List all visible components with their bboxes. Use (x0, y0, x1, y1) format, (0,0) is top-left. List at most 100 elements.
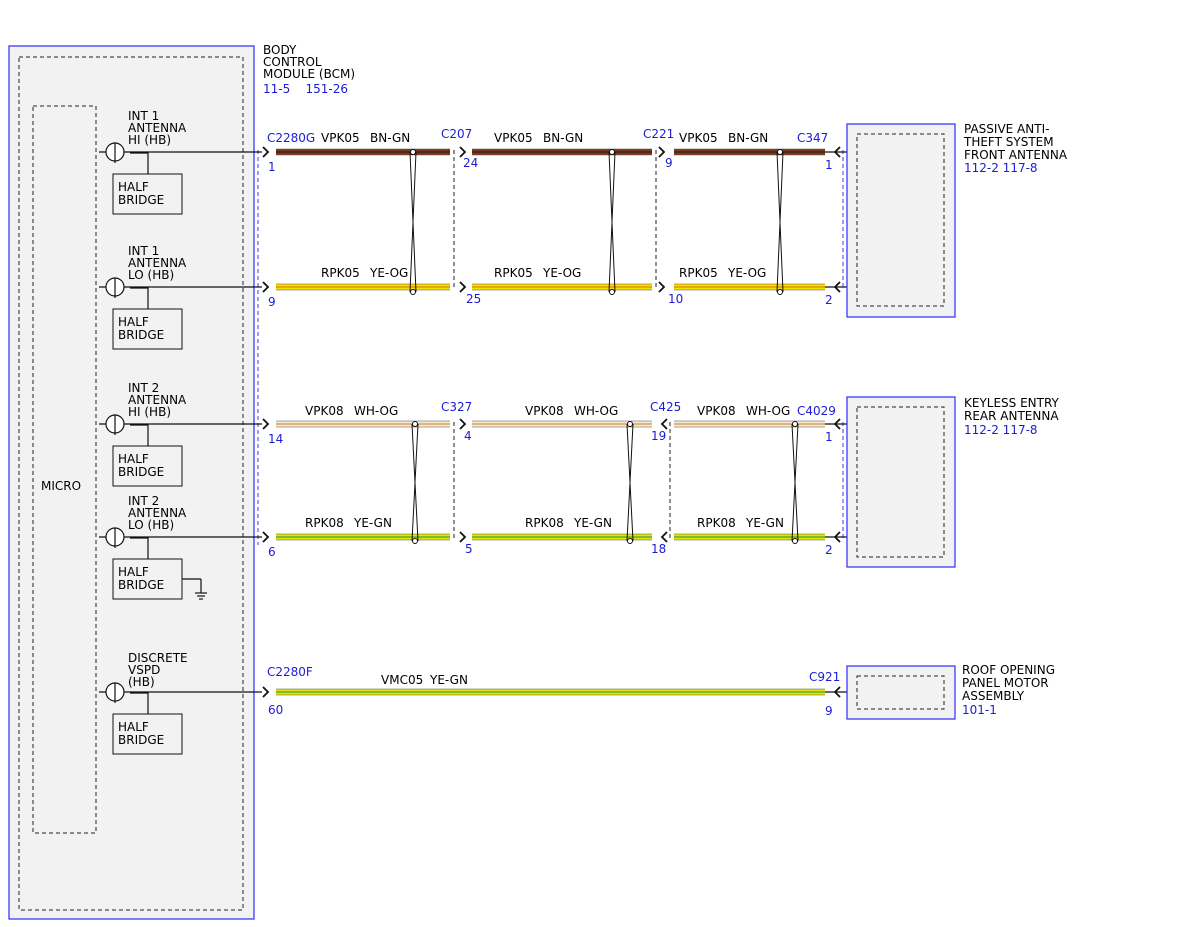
wire-r3-seg2 (472, 420, 652, 428)
wire-r2-seg2 (472, 283, 652, 291)
wire-label-r1-s1: VPK05 (321, 131, 360, 145)
wire-stripe (674, 286, 825, 288)
wire-r1-seg3 (674, 148, 825, 156)
wire-label-r4-s3: RPK08 (697, 516, 736, 530)
wire-stripe (472, 151, 652, 153)
component-pats-antenna: PASSIVE ANTI- THEFT SYSTEM FRONT ANTENNA… (846, 122, 1068, 318)
twist-bottom-node (777, 289, 783, 295)
half-bridge-label-line2: BRIDGE (118, 465, 164, 479)
twist-bottom-node (627, 538, 633, 544)
pin-r3-c425: 19 (651, 429, 666, 443)
wire-label-r2-s3: RPK05 (679, 266, 718, 280)
half-bridge-box (112, 308, 183, 350)
connector-labels: C2280G C207 C221 C347 C327 C425 C4029 C2… (267, 127, 840, 684)
twist-bottom-node (412, 538, 418, 544)
arrow-c327-row4 (459, 531, 467, 543)
arrow-bcm-row1 (262, 146, 270, 158)
twist-lines (409, 151, 417, 293)
half-bridge-label-line2: BRIDGE (118, 328, 164, 342)
twist-top-node (792, 421, 798, 427)
twist-top-node (777, 149, 783, 155)
micro-label: MICRO (41, 479, 81, 493)
pin-r3-bcm: 14 (268, 432, 283, 446)
circuit-label-3-line1: INT 2 (128, 381, 159, 395)
twist-bottom-node (792, 538, 798, 544)
circuit-label-4-line3: LO (HB) (128, 518, 174, 532)
pin-r3-c327: 4 (464, 429, 472, 443)
bcm-name-line1: BODY (263, 43, 297, 57)
pin-r2-c207: 25 (466, 292, 481, 306)
pin-r1-c347: 1 (825, 158, 833, 172)
twist-r3-s2 (626, 421, 634, 544)
wire-label-r2-s1: RPK05 (321, 266, 360, 280)
wire-r4-seg1 (276, 533, 450, 541)
half-bridge-box (112, 558, 183, 600)
half-bridge-box (112, 713, 183, 755)
wire-color-r5-s1: YE-GN (429, 673, 468, 687)
pats-line1: PASSIVE ANTI- (964, 122, 1049, 136)
connector-c207: C207 (441, 127, 472, 141)
pin-numbers: 1 24 9 1 9 25 10 2 14 4 19 1 6 5 18 2 60… (268, 156, 833, 718)
wire-label-r3-s3: VPK08 (697, 404, 736, 418)
pin-r2-bcm: 9 (268, 295, 276, 309)
bcm-name-line3: MODULE (BCM) (263, 67, 355, 81)
wire-r3-seg3 (674, 420, 825, 428)
half-bridge-label-line1: HALF (118, 720, 149, 734)
wire-color-r3-s2: WH-OG (574, 404, 618, 418)
half-bridge-box (112, 173, 183, 215)
connector-dividers (257, 150, 844, 545)
connector-c425: C425 (650, 400, 681, 414)
arrow-bcm-row3 (262, 418, 270, 430)
circuit-label-2-line1: INT 1 (128, 244, 159, 258)
wire-label-r1-s3: VPK05 (679, 131, 718, 145)
connector-c2280g: C2280G (267, 131, 315, 145)
circuit-label-1-line3: HI (HB) (128, 133, 171, 147)
half-bridge-lead (130, 287, 149, 309)
wire-label-r3-s1: VPK08 (305, 404, 344, 418)
wire-color-r4-s3: YE-GN (745, 516, 784, 530)
wire-color-r2-s1: YE-OG (369, 266, 408, 280)
arrow-bcm-row4 (262, 531, 270, 543)
pin-r4-c327: 5 (465, 542, 473, 556)
wire-stripe (674, 536, 825, 538)
pin-r4-c425: 18 (651, 542, 666, 556)
driver-symbol-lead (114, 546, 116, 548)
half-bridge-label-line2: BRIDGE (118, 193, 164, 207)
wire-stripe (472, 286, 652, 288)
half-bridge-label-line1: HALF (118, 565, 149, 579)
arrow-c207-row2 (459, 281, 467, 293)
half-bridge-lead (130, 692, 149, 714)
wire-label-r4-s2: RPK08 (525, 516, 564, 530)
half-bridge-label-line1: HALF (118, 452, 149, 466)
wire-color-r1-s2: BN-GN (543, 131, 583, 145)
circuit-label-5-line3: (HB) (128, 675, 155, 689)
half-bridge-lead (130, 537, 149, 559)
twist-lines (776, 151, 784, 293)
keyless-antenna-name: KEYLESS ENTRY REAR ANTENNA (964, 396, 1063, 423)
circuit-label-2-line3: LO (HB) (128, 268, 174, 282)
wire-label-r5-s1: VMC05 (381, 673, 423, 687)
arrow-c221-row1 (658, 146, 666, 158)
twisted-pair-symbols (409, 149, 799, 544)
half-bridge-label-line1: HALF (118, 180, 149, 194)
twist-r1-s3 (776, 149, 784, 295)
connector-c2280f: C2280F (267, 665, 313, 679)
pin-r5-c921: 9 (825, 704, 833, 718)
wire-stripe (674, 423, 825, 425)
pin-r4-bcm: 6 (268, 545, 276, 559)
twist-top-node (627, 421, 633, 427)
wire-labels: VPK05 BN-GN VPK05 BN-GN VPK05 BN-GN RPK0… (305, 131, 790, 687)
wire-color-r3-s1: WH-OG (354, 404, 398, 418)
keyless-line1: KEYLESS ENTRY (964, 396, 1060, 410)
half-bridge-lead (130, 152, 149, 174)
arrow-c425-row4 (660, 531, 668, 543)
